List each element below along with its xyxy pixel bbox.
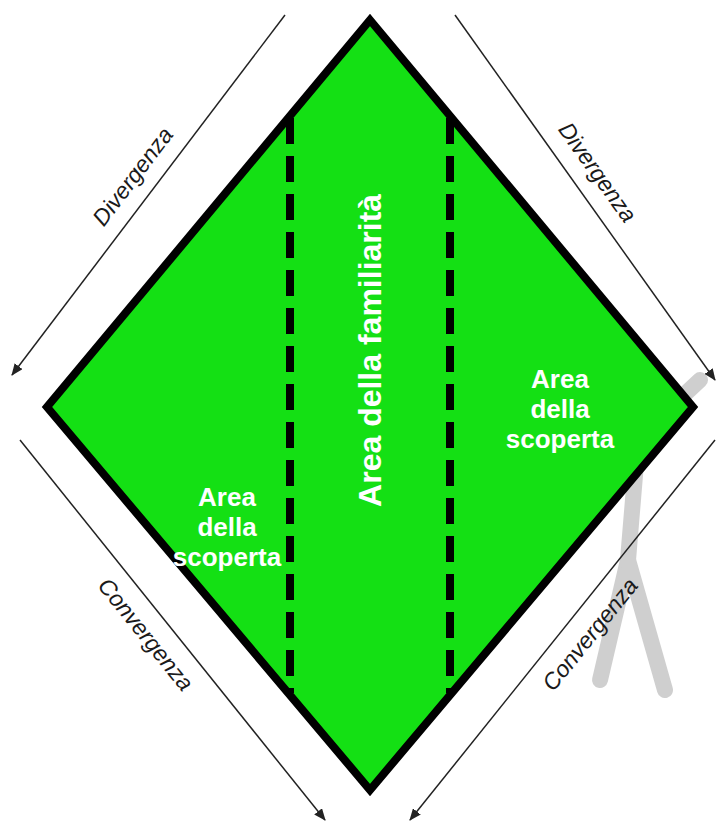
direction-arrows [12,15,715,820]
divergence-arrow [455,15,715,380]
dashed-divider [286,118,294,693]
convergence-arrow [410,440,715,820]
dashed-divider [446,118,454,693]
area-label: Area della scoperta [500,365,620,455]
discovery-area: Area della scoperta [452,118,693,694]
convergence-label: Convergenza [537,573,642,695]
discovery-area: Area della scoperta [47,118,288,694]
area-label: Area della familiarità [352,193,389,506]
area-label: Area della scoperta [167,483,287,573]
convergence-arrow [20,440,325,820]
familiarity-area: Area della familiarità [294,118,446,694]
divergence-arrow [12,15,285,375]
divergence-label: Divergenza [88,122,178,230]
divergence-label: Divergenza [553,117,641,226]
diamond-shape [47,20,693,790]
convergence-label: Convergenza [92,573,197,695]
